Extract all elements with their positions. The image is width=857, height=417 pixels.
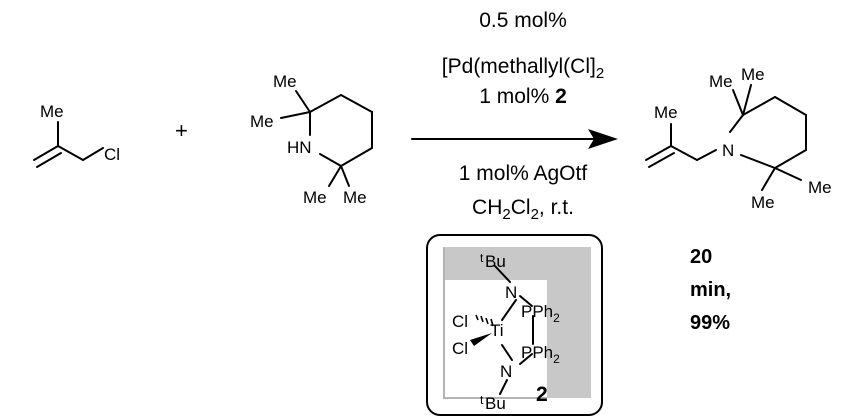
bond [774,149,807,169]
phosphine-label: PPh2 [521,343,560,366]
bond [328,165,342,187]
bond [742,84,752,116]
bond [57,145,84,161]
bond [36,152,62,168]
tetramethylpiperidine: Me Me HN Me Me [250,72,373,207]
tert-butyl-label: Bu [485,394,506,413]
bond [33,145,59,161]
tert-superscript: t [480,393,484,407]
bond [732,89,744,116]
allylated-amine-product: Me Me Me N Me Me [645,65,832,212]
bond [340,147,373,167]
nitrogen-label: N [722,141,734,160]
bond [740,154,776,169]
methyl-label: Me [343,188,367,207]
tert-butyl-label: Bu [485,252,506,271]
methyl-label: Me [709,72,733,91]
temperature-text: , r.t. [539,196,574,219]
bond [319,153,342,167]
bond [501,299,517,321]
bond [519,295,533,307]
plus-sign: + [175,118,188,143]
solvent-part: CH [472,196,502,219]
nh-label: HN [287,138,312,157]
result-time-value: 20 [690,246,712,268]
catalyst-loading: 0.5 mol% [479,9,567,32]
wedge-bond [470,333,492,346]
bond [742,96,776,116]
chlorine-label: Cl [452,339,468,358]
bond [501,344,513,361]
titanium-catalyst-box: t Bu N PPh2 Cl Ti Cl PPh2 N t Bu 2 [426,234,603,416]
methyl-label: Me [303,188,327,207]
hashed-bond [475,314,494,327]
compound-number: 2 [536,383,548,406]
pph-text: PPh [521,343,553,362]
bond [499,379,508,395]
pph-text: PPh [521,302,553,321]
nitrogen-label: N [505,283,517,302]
chlorine-label: Cl [104,145,120,164]
reaction-result: 20 min, 99% [690,246,731,334]
reaction-arrow-head [588,129,618,149]
methyl-label: Me [751,193,775,212]
bond [340,94,373,113]
bond [280,111,311,119]
pph-subscript: 2 [553,352,560,366]
bond [648,152,675,168]
result-yield: 99% [690,312,730,334]
solvent-part: Cl [511,196,531,219]
highlight-outline [443,247,547,399]
bond [729,114,744,133]
methyl-label: Me [273,72,297,91]
bond [645,145,672,161]
silver-additive: 1 mol% AgOtf [459,162,588,185]
pph-subscript: 2 [553,311,560,325]
bond [670,145,698,161]
solvent-subscript: 2 [502,206,510,223]
bond [295,90,311,113]
methyl-label: Me [654,103,678,122]
phosphine-label: PPh2 [521,302,560,325]
bond [494,265,511,283]
pd-formula: [Pd(methallyl(Cl] [442,55,596,78]
methyl-label: Me [40,102,64,121]
ligand-number: 2 [555,85,567,108]
solvent-temperature: CH2Cl2, r.t. [472,196,574,223]
catalyst-frame [426,234,603,416]
ligand-loading-text: 1 mol% [479,85,555,108]
ligand-loading: 1 mol% 2 [479,85,567,108]
palladium-precatalyst: [Pd(methallyl(Cl]2 [442,55,604,82]
methallyl-chloride: Me Cl [33,102,120,168]
bond [519,353,533,365]
bond [774,167,802,181]
methyl-label: Me [250,112,274,131]
highlight-shading [444,247,591,398]
methyl-label: Me [741,65,765,84]
methyl-label: Me [808,178,832,197]
bond [774,96,807,116]
bond [761,167,776,191]
nitrogen-label: N [500,362,512,381]
pd-subscript: 2 [596,65,604,82]
tert-superscript: t [480,251,484,265]
bond [309,94,342,113]
bond [340,165,350,187]
result-time-unit: min, [690,279,731,301]
bond [82,147,104,161]
chlorine-label: Cl [452,312,468,331]
titanium-label: Ti [490,321,504,340]
reaction-conditions: 0.5 mol% [Pd(methallyl(Cl]2 1 mol% 2 1 m… [411,9,618,223]
solvent-subscript: 2 [531,206,539,223]
bond [696,149,717,161]
